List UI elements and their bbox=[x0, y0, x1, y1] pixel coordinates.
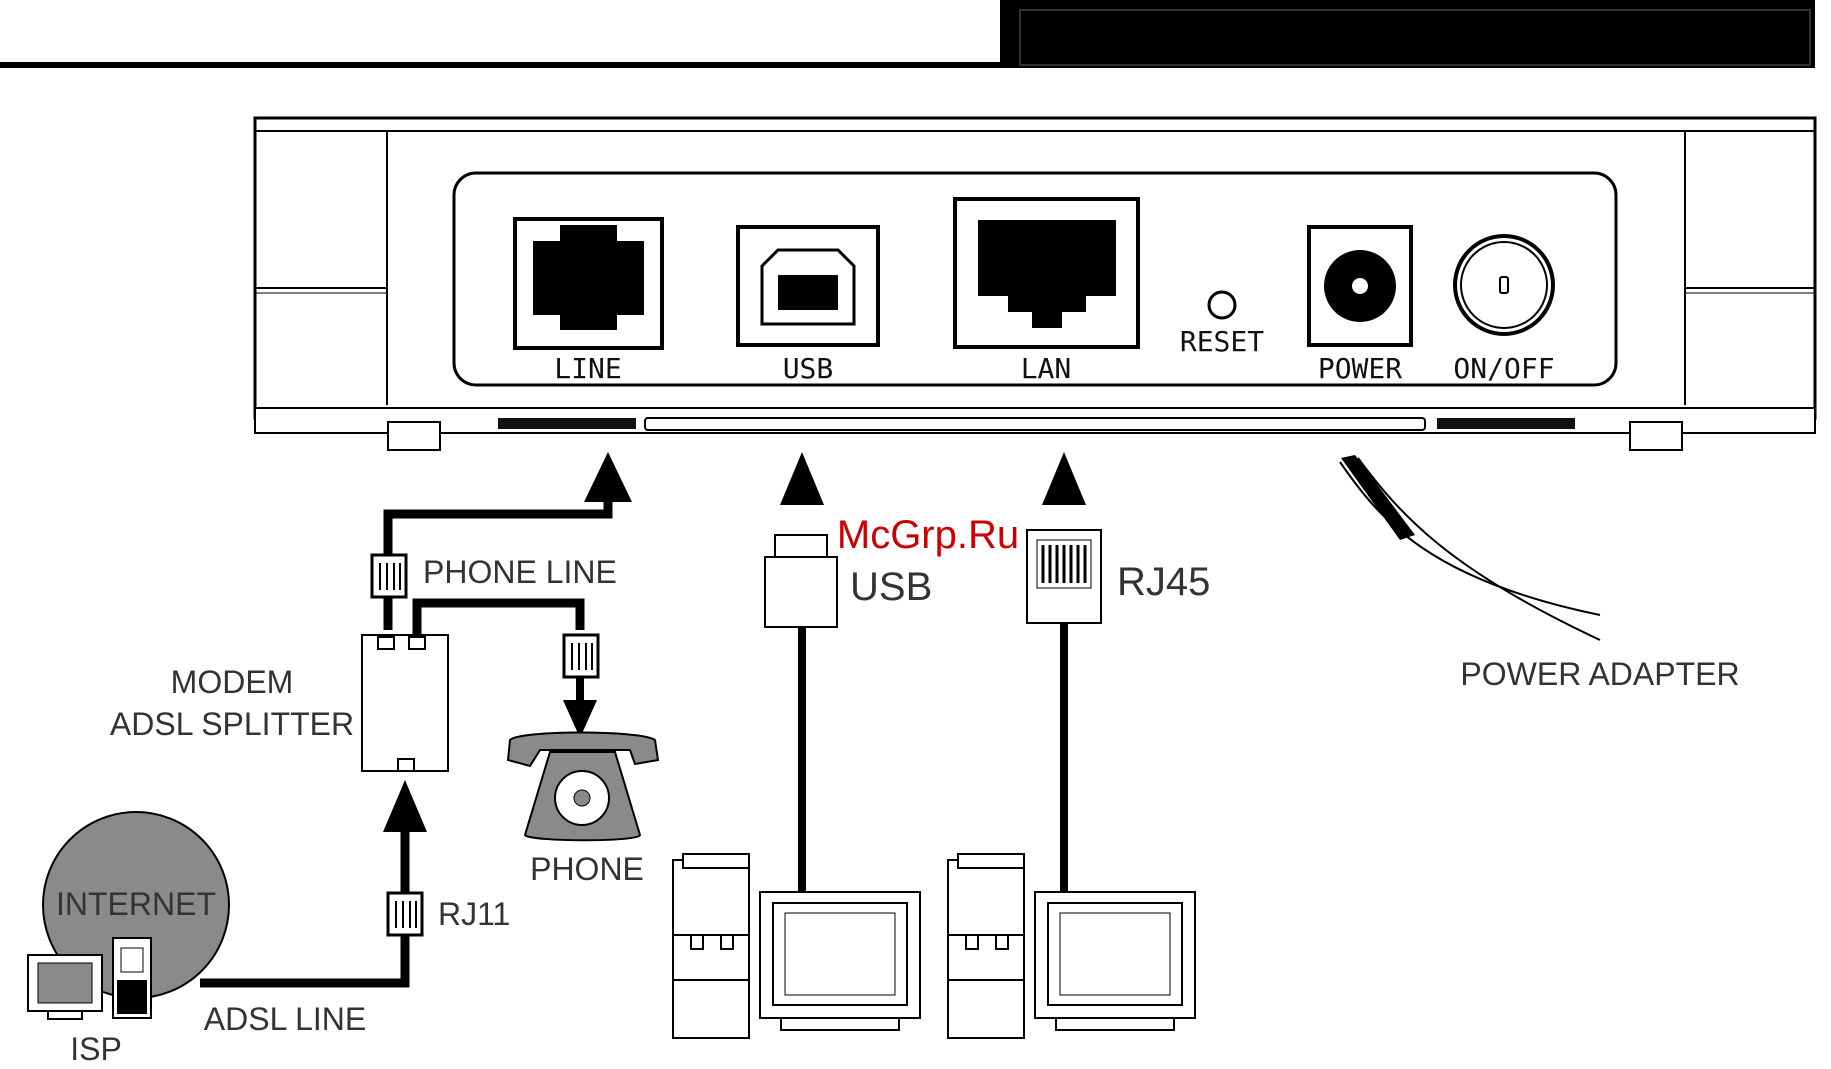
telephone-icon: PHONE bbox=[508, 733, 658, 888]
page-header bbox=[0, 0, 1815, 68]
power-jack: POWER bbox=[1309, 227, 1411, 385]
usb-port-label: USB bbox=[783, 352, 834, 385]
power-adapter-cable: POWER ADAPTER bbox=[1340, 455, 1740, 692]
isp-label: ISP bbox=[70, 1031, 122, 1067]
power-switch: ON/OFF bbox=[1453, 236, 1554, 385]
power-adapter-label: POWER ADAPTER bbox=[1460, 656, 1739, 692]
line-port-label: LINE bbox=[554, 352, 621, 385]
adsl-splitter: MODEM ADSL SPLITTER bbox=[110, 635, 448, 771]
adsl-splitter-label: ADSL SPLITTER bbox=[110, 706, 354, 742]
phone-line-label: PHONE LINE bbox=[423, 554, 617, 590]
lan-port-label: LAN bbox=[1021, 352, 1072, 385]
adsl-line-label: ADSL LINE bbox=[204, 1001, 366, 1037]
adsl-line-wiring: RJ11 ADSL LINE bbox=[200, 780, 510, 1037]
internet-label: INTERNET bbox=[56, 886, 216, 922]
on-off-label: ON/OFF bbox=[1453, 352, 1554, 385]
rj45-cable-label: RJ45 bbox=[1117, 560, 1210, 604]
usb-computer-icon bbox=[673, 854, 920, 1038]
watermark: McGrp.Ru bbox=[837, 513, 1019, 557]
rj11-label: RJ11 bbox=[438, 896, 510, 932]
power-port-label: POWER bbox=[1318, 352, 1402, 385]
modem-label: MODEM bbox=[171, 664, 294, 700]
lan-computer-icon bbox=[948, 854, 1195, 1038]
rj45-cable: RJ45 bbox=[1027, 452, 1210, 895]
isp-cluster: INTERNET ISP bbox=[28, 812, 229, 1067]
reset-label: RESET bbox=[1180, 325, 1264, 358]
router-rear-panel: LINE USB LAN RESET POWER bbox=[255, 118, 1815, 450]
usb-cable-label: USB bbox=[850, 565, 932, 609]
phone-label: PHONE bbox=[530, 851, 644, 887]
